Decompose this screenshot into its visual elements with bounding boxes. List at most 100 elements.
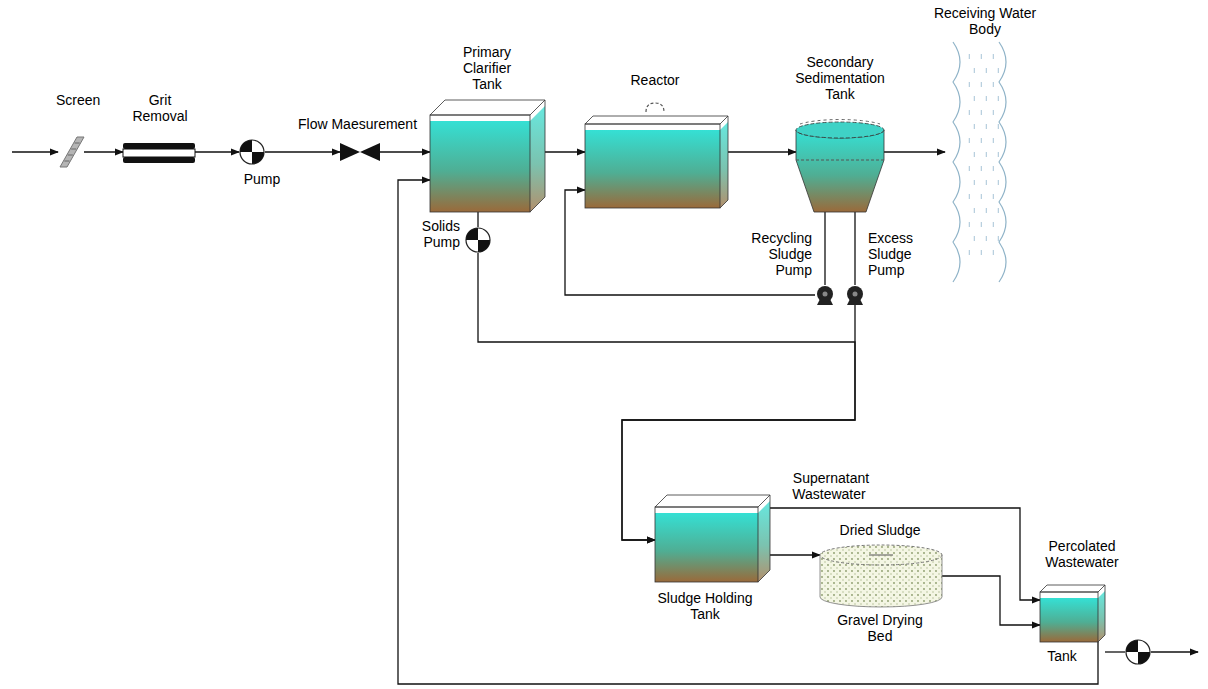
node-label: Solids Pump xyxy=(400,218,460,250)
node-label: Tank xyxy=(1032,648,1092,664)
flow-connector xyxy=(622,305,855,540)
drawing-part xyxy=(655,495,770,507)
flow-connector xyxy=(265,151,340,152)
node-label: Flow Maesurement xyxy=(298,116,417,132)
drawing-part xyxy=(853,292,858,297)
drawing-part xyxy=(998,124,999,129)
clarifier-tank: Primary Clarifier Tank xyxy=(430,100,545,212)
flow-connector xyxy=(770,554,820,555)
drawing-part xyxy=(981,138,982,143)
drawing-part xyxy=(1040,592,1098,642)
node-label: Reactor xyxy=(615,72,695,88)
flow-connector xyxy=(84,151,123,152)
drawing-part xyxy=(869,555,893,556)
drawing-part xyxy=(1126,640,1150,664)
drawing-part xyxy=(530,100,545,212)
drawing-part xyxy=(1126,640,1138,652)
drawing-part xyxy=(466,228,490,252)
drying-bed: Dried SludgeGravel Drying Bed xyxy=(820,545,942,607)
drawing-part xyxy=(986,124,987,129)
drawing-part xyxy=(720,116,728,208)
drawing-part xyxy=(123,149,195,157)
drawing-part xyxy=(974,96,975,101)
node-label: Dried Sludge xyxy=(820,522,940,538)
drawing-part xyxy=(796,130,884,212)
drawing-part xyxy=(466,228,490,252)
drawing-part xyxy=(998,236,999,241)
sludge-pump-outline xyxy=(845,285,865,305)
node-label: Sludge Holding Tank xyxy=(648,590,763,622)
drawing-part xyxy=(981,82,982,87)
drawing-part xyxy=(430,121,530,212)
drawing-part xyxy=(64,161,69,162)
flow-connector xyxy=(884,151,945,152)
node-label: Secondary Sedimentation Tank xyxy=(785,54,895,102)
sludge-pump-outline xyxy=(815,285,835,305)
drawing-part xyxy=(969,110,970,115)
flow-connector xyxy=(942,576,1040,625)
node-label: Excess Sludge Pump xyxy=(868,230,932,278)
holding-tank-outline xyxy=(655,495,770,582)
drawing-part xyxy=(981,166,982,171)
drying-bed-outline xyxy=(820,545,942,607)
sludge-pump: Excess Sludge Pump xyxy=(845,285,865,305)
drawing-part xyxy=(969,54,970,59)
screen-symbol-outline xyxy=(60,137,84,167)
drawing-part xyxy=(986,236,987,241)
drawing-part xyxy=(71,149,76,150)
edge-label-box: Supernatant Wastewater xyxy=(775,470,885,502)
drawing-part xyxy=(969,82,970,87)
drawing-part xyxy=(969,138,970,143)
drawing-part xyxy=(340,143,360,161)
flow-meter-outline xyxy=(340,143,380,161)
drawing-part xyxy=(240,140,264,164)
drawing-part xyxy=(969,222,970,227)
pump-symbol: Pump xyxy=(239,139,265,165)
flow-connector xyxy=(380,151,430,152)
edge-label: Supernatant Wastewater xyxy=(791,470,869,502)
drawing-part xyxy=(823,292,828,297)
drawing-part xyxy=(981,110,982,115)
flow-connector xyxy=(824,212,825,285)
flow-connector xyxy=(195,151,239,152)
drawing-part xyxy=(240,140,252,152)
drawing-part xyxy=(999,42,1006,282)
node-label: Grit Removal xyxy=(123,92,198,124)
drawing-part xyxy=(75,143,80,144)
drawing-part xyxy=(998,96,999,101)
drawing-part xyxy=(466,228,478,240)
drawing-part xyxy=(986,68,987,73)
holding-tank: Sludge Holding Tank xyxy=(655,495,770,582)
drawing-part xyxy=(796,160,884,161)
screen-symbol: Screen xyxy=(60,137,84,167)
drawing-part xyxy=(252,152,264,164)
drawing-part xyxy=(969,194,970,199)
drawing-part xyxy=(993,138,994,143)
flow-meter: Flow Maesurement xyxy=(340,143,380,161)
grit-chamber-outline xyxy=(123,143,195,163)
pump-symbol-outline xyxy=(239,139,265,165)
drawing-part xyxy=(800,120,880,124)
drawing-part xyxy=(123,143,195,149)
discharge-line xyxy=(1151,651,1198,652)
drawing-part xyxy=(974,236,975,241)
drawing-part xyxy=(993,54,994,59)
drawing-part xyxy=(655,513,758,582)
drawing-part xyxy=(847,286,863,302)
water-body-outline xyxy=(945,42,1015,272)
drawing-part xyxy=(998,68,999,73)
drawing-part xyxy=(430,100,545,115)
drawing-part xyxy=(974,124,975,129)
drawing-part xyxy=(60,137,84,167)
inlet-line xyxy=(12,151,58,152)
sedimentation-tank-outline xyxy=(796,122,884,212)
grit-chamber: Grit Removal xyxy=(123,143,195,163)
drawing-part xyxy=(986,152,987,157)
drawing-part xyxy=(1098,591,1105,642)
drawing-part xyxy=(1040,598,1098,642)
drawing-part xyxy=(981,54,982,59)
node-label: Pump xyxy=(232,171,292,187)
drawing-part xyxy=(478,240,490,252)
node-label: Percolated Wastewater xyxy=(1027,538,1137,570)
